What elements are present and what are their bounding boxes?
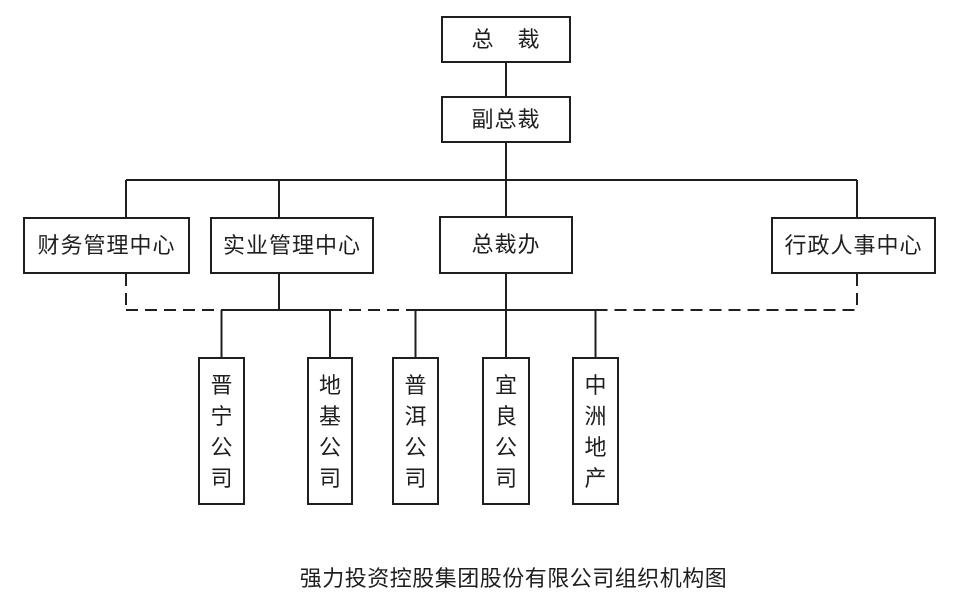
node-finance-management-center: 财务管理中心 [23,217,190,274]
node-industry-management-center: 实业管理中心 [210,217,374,274]
node-yiliang-company: 宜良公司 [482,357,530,505]
node-jinning-company: 晋宁公司 [198,357,245,505]
chart-caption: 强力投资控股集团股份有限公司组织机构图 [299,566,728,591]
node-admin-hr-center: 行政人事中心 [771,217,936,274]
node-vice-president: 副总裁 [441,96,571,143]
node-puer-company: 普洱公司 [392,357,439,505]
node-zhongzhou-property: 中洲地产 [572,357,619,505]
node-president-office: 总裁办 [439,216,573,274]
node-diji-company: 地基公司 [307,357,353,505]
node-president: 总 裁 [441,16,571,63]
